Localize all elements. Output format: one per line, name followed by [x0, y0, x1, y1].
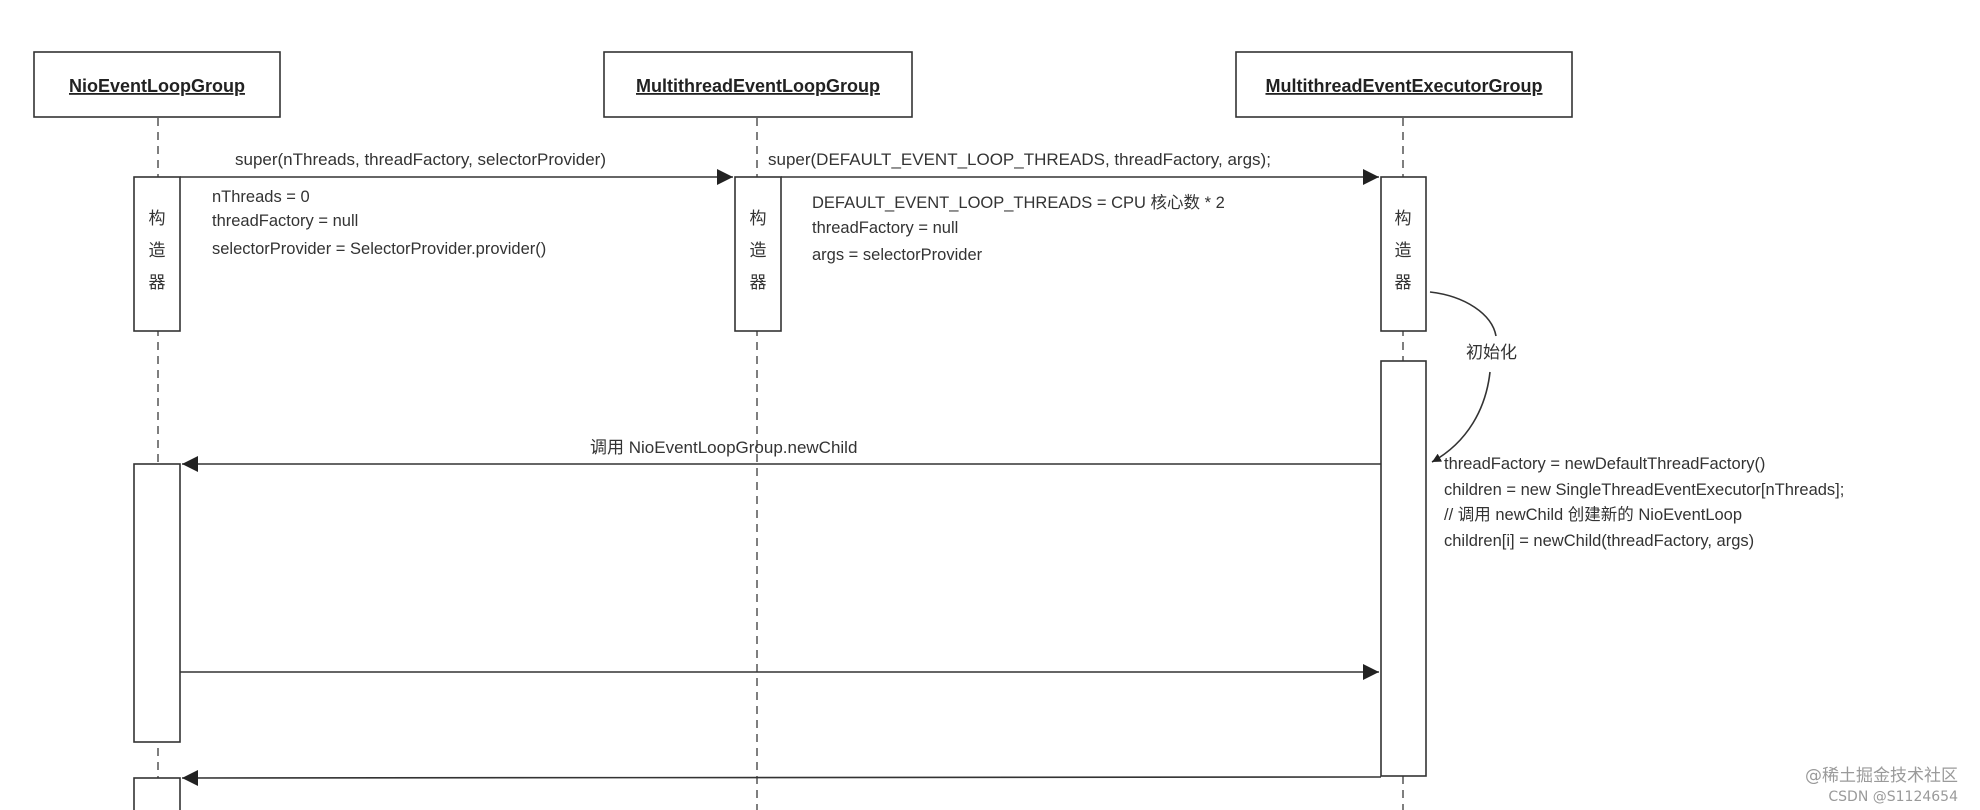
init-curve-lower — [1431, 371, 1491, 463]
note-line: threadFactory = null — [212, 212, 358, 230]
constructor-char: 造 — [1395, 241, 1412, 261]
note-line: threadFactory = null — [812, 219, 958, 237]
message-label: super(DEFAULT_EVENT_LOOP_THREADS, thread… — [768, 150, 1271, 169]
actor-name: MultithreadEventLoopGroup — [636, 76, 880, 96]
constructor-char: 造 — [149, 241, 166, 261]
message-super-default-threads: super(DEFAULT_EVENT_LOOP_THREADS, thread… — [768, 150, 1379, 185]
activation-mteeg-constructor: 构 造 器 — [1380, 176, 1427, 332]
constructor-char: 器 — [1395, 273, 1412, 293]
actor-name: MultithreadEventExecutorGroup — [1265, 76, 1542, 96]
init-curve-upper — [1429, 291, 1497, 337]
activation-nio-return — [133, 777, 181, 810]
actor-multithread-event-executor-group: MultithreadEventExecutorGroup — [1235, 51, 1573, 118]
note-init-body: threadFactory = newDefaultThreadFactory(… — [1444, 455, 1844, 550]
init-annotation: 初始化 — [1429, 291, 1517, 463]
constructor-char: 构 — [750, 209, 767, 229]
actor-nio-event-loop-group: NioEventLoopGroup — [33, 51, 281, 118]
activation-mtelg-constructor: 构 造 器 — [734, 176, 782, 332]
watermark-line: CSDN @S1124654 — [1828, 789, 1958, 805]
note-line: nThreads = 0 — [212, 188, 310, 206]
note-line: threadFactory = newDefaultThreadFactory(… — [1444, 455, 1765, 473]
message-label: 调用 NioEventLoopGroup.newChild — [590, 438, 857, 457]
message-return-final — [181, 769, 1382, 786]
activation-mteeg-init — [1380, 360, 1427, 777]
message-label: super(nThreads, threadFactory, selectorP… — [235, 150, 606, 169]
constructor-char: 造 — [750, 241, 767, 261]
note-line: DEFAULT_EVENT_LOOP_THREADS = CPU 核心数 * 2 — [812, 193, 1225, 212]
note-line: children = new SingleThreadEventExecutor… — [1444, 481, 1844, 499]
note-mtelg-constructor-params: DEFAULT_EVENT_LOOP_THREADS = CPU 核心数 * 2… — [812, 193, 1225, 264]
watermark: @稀土掘金技术社区 CSDN @S1124654 — [1805, 766, 1958, 805]
actor-name: NioEventLoopGroup — [69, 76, 245, 96]
note-line: args = selectorProvider — [812, 246, 983, 264]
init-label: 初始化 — [1466, 343, 1517, 362]
note-nio-constructor-params: nThreads = 0 threadFactory = null select… — [212, 188, 546, 258]
actor-multithread-event-loop-group: MultithreadEventLoopGroup — [603, 51, 913, 118]
constructor-char: 器 — [149, 273, 166, 293]
message-call-new-child: 调用 NioEventLoopGroup.newChild — [182, 438, 1381, 472]
message-super-nthreads: super(nThreads, threadFactory, selectorP… — [180, 150, 733, 185]
watermark-line: @稀土掘金技术社区 — [1805, 766, 1958, 786]
activation-nio-constructor: 构 造 器 — [133, 176, 181, 332]
note-line: selectorProvider = SelectorProvider.prov… — [212, 240, 546, 258]
activation-nio-new-child — [133, 463, 181, 743]
constructor-char: 构 — [1395, 209, 1412, 229]
note-line: // 调用 newChild 创建新的 NioEventLoop — [1444, 505, 1742, 524]
note-line: children[i] = newChild(threadFactory, ar… — [1444, 532, 1754, 550]
constructor-char: 器 — [750, 273, 767, 293]
constructor-char: 构 — [149, 209, 166, 229]
